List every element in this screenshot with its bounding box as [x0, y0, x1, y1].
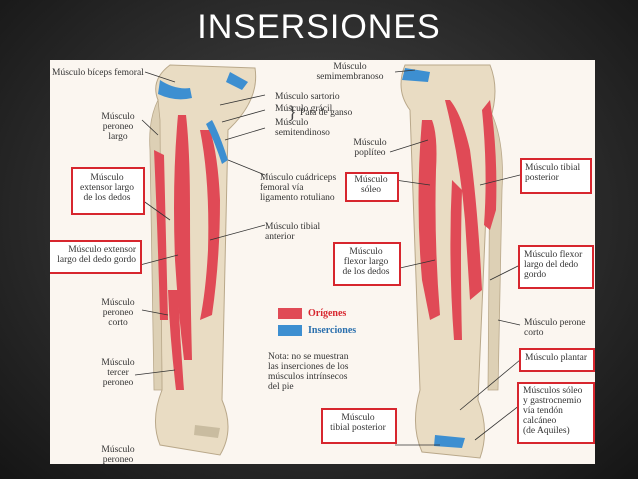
- legend-insertions-label: Inserciones: [308, 325, 357, 336]
- label-plantar: Músculo plantar: [525, 353, 588, 363]
- label-sartorio: Músculo sartorio: [275, 92, 340, 102]
- legend-origins-swatch: [278, 308, 302, 319]
- highlight-box-extensor-dedo-gordo: [50, 240, 142, 274]
- highlight-box-flexor-largo-dedos: [333, 242, 401, 286]
- leg-bones-illustration: [134, 64, 521, 459]
- label-soleo: Músculo sóleo: [354, 175, 388, 195]
- slide-title: INSERSIONES: [197, 8, 441, 46]
- label-peroneo-corto-left: Músculo peroneo corto: [101, 298, 135, 328]
- label-peroneo-largo: Músculo peroneo largo: [101, 112, 135, 142]
- label-peroneo-bottom: Músculo peroneo: [101, 445, 135, 464]
- label-semitendinoso: Músculo semitendinoso: [275, 118, 330, 138]
- leader-lines: [134, 69, 521, 446]
- highlight-box-tibial-posterior: [520, 158, 592, 194]
- highlight-box-soleo-gastrocnemio: [517, 382, 595, 444]
- label-extensor-largo-dedos: Músculo extensor largo de los dedos: [80, 173, 134, 203]
- anatomy-figure-panel: Músculo bíceps femoral Músculo semimembr…: [50, 60, 595, 464]
- figure-note: Nota: no se muestran las inserciones de …: [268, 352, 349, 392]
- label-tercer-peroneo: Músculo tercer peroneo: [101, 358, 135, 388]
- label-tibial-posterior-bottom: Músculo tibial posterior: [330, 413, 386, 433]
- label-tibial-posterior: Músculo tibial posterior: [525, 163, 581, 183]
- posterior-tibia-fibula: [400, 64, 503, 459]
- label-peroneo-corto-right: Músculo perone corto: [524, 318, 586, 338]
- highlight-box-flexor-dedo-gordo: [518, 245, 594, 289]
- label-popliteo: Músculo poplíteo: [353, 138, 387, 158]
- label-biceps-femoral: Músculo bíceps femoral: [52, 68, 144, 78]
- anterior-tibia-fibula: [149, 64, 257, 456]
- label-flexor-largo-dedos: Músculo flexor largo de los dedos: [342, 247, 390, 277]
- label-extensor-dedo-gordo: Músculo extensor largo del dedo gordo: [57, 245, 136, 265]
- highlight-box-soleo: [345, 172, 399, 202]
- highlight-box-plantar: [519, 348, 595, 372]
- label-semimembranoso: Músculo semimembranoso: [316, 62, 384, 82]
- legend-insertions-swatch: [278, 325, 302, 336]
- brace-icon: }: [288, 102, 297, 122]
- highlight-box-extensor-largo-dedos: [71, 167, 145, 215]
- label-flexor-dedo-gordo: Músculo flexor largo del dedo gordo: [524, 250, 583, 280]
- label-gracil: Músculo grácil: [275, 104, 333, 114]
- label-cuadriceps: Músculo cuádriceps femoral vía ligamento…: [260, 173, 337, 203]
- legend-origins-label: Orígenes: [308, 308, 347, 319]
- highlight-box-tibial-posterior-bottom: [321, 408, 397, 444]
- label-pata-de-ganso: Pata de ganso: [300, 108, 353, 118]
- label-tibial-anterior: Músculo tibial anterior: [265, 222, 321, 242]
- label-soleo-gastrocnemio: Músculos sóleo y gastrocnemio vía tendón…: [523, 386, 583, 436]
